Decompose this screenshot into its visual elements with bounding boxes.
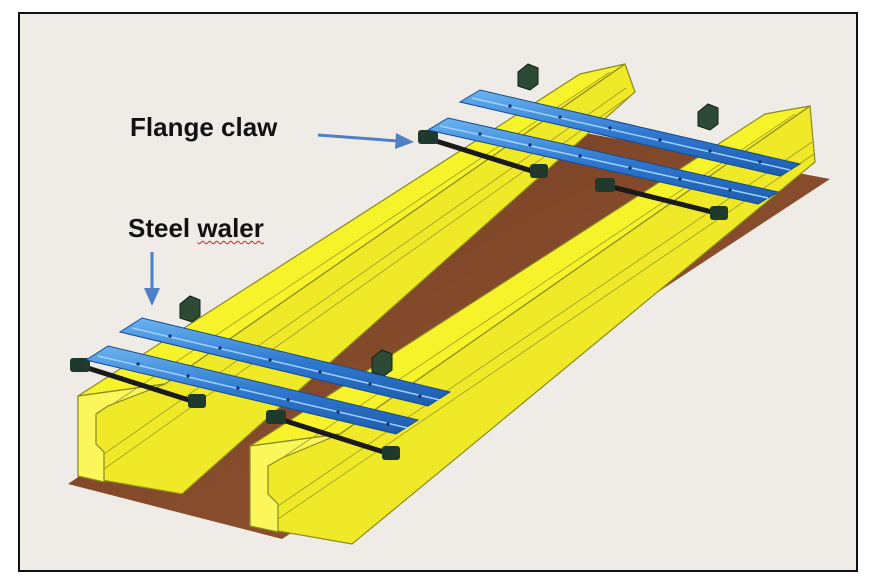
lower-flange-claws <box>70 295 400 460</box>
left-beam-end <box>77 383 166 483</box>
diagram-frame: Flange claw Steel waler <box>18 12 858 572</box>
lower-waler <box>84 317 452 435</box>
steel-waler-label: Steel waler <box>128 213 264 244</box>
right-beam-end <box>249 433 341 533</box>
flange-claw-arrow <box>317 133 414 149</box>
waler-word: waler <box>197 213 264 243</box>
steel-word: Steel <box>128 213 191 243</box>
upper-flange-claws <box>418 63 728 220</box>
flange-claw-label: Flange claw <box>130 112 278 142</box>
upper-waler <box>426 89 802 205</box>
steel-waler-arrow <box>144 252 160 306</box>
formwork-illustration <box>68 63 830 545</box>
